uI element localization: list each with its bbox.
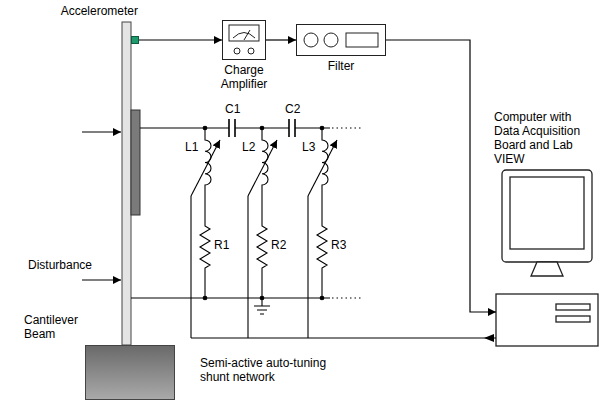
knob — [234, 48, 240, 54]
junction-dot — [203, 126, 207, 130]
ground-symbol — [254, 298, 270, 314]
node-label: Cantilever Beam — [24, 313, 84, 341]
piezo-patch — [131, 110, 140, 215]
node-label: Computer with Data Acquisition Board and… — [494, 110, 598, 166]
continuation-dots — [332, 127, 362, 128]
resistor-label: R1 — [214, 238, 229, 252]
signal-connector — [266, 39, 296, 40]
node-label: Accelerometer — [61, 4, 138, 18]
signal-connector — [386, 40, 496, 312]
amplifier-icon — [229, 25, 259, 54]
meter-scale — [233, 33, 255, 39]
filter-box: Filter — [296, 24, 386, 56]
meter-window — [229, 25, 259, 41]
knob — [304, 33, 318, 47]
connector-layer — [139, 40, 496, 312]
cantilever-beam — [122, 22, 140, 345]
display-window — [346, 33, 378, 47]
computer-icon — [496, 170, 598, 346]
inductor-resistor-branch — [257, 128, 268, 298]
junction-dot — [320, 296, 324, 300]
signal-connector — [139, 39, 222, 40]
control-wire — [191, 196, 496, 338]
capacitor-plate — [234, 119, 236, 137]
disturbance-label: Disturbance — [28, 258, 92, 272]
charge-amplifier-box: Charge Amplifier — [222, 20, 266, 60]
capacitor-label: C1 — [225, 102, 240, 116]
inductor-resistor-branch — [317, 128, 328, 298]
drive-slot — [556, 304, 590, 310]
computer-case — [496, 294, 598, 346]
junction-dot — [260, 126, 264, 130]
filter-icon — [304, 33, 378, 47]
resistor-label: R2 — [271, 238, 286, 252]
continuation-dots — [332, 297, 362, 298]
screen — [510, 177, 584, 249]
computer-unit: Computer with Data Acquisition Board and… — [496, 170, 598, 346]
meter-needle — [244, 30, 250, 40]
disturbance-arrow — [82, 279, 121, 280]
monitor-stand — [531, 262, 563, 276]
ground-wire — [131, 297, 330, 298]
network-caption: Semi-active auto-tuning shunt network — [200, 356, 335, 384]
inductor-label: L2 — [242, 140, 255, 154]
node-label: Filter — [328, 59, 355, 73]
capacitor-label: C2 — [285, 102, 300, 116]
beam-bar — [122, 22, 131, 345]
capacitor-plate — [288, 119, 290, 137]
knob — [248, 48, 254, 54]
junction-dot — [203, 296, 207, 300]
junction-dot — [320, 126, 324, 130]
capacitor-plate — [228, 119, 230, 137]
force-arrow — [82, 131, 121, 132]
inductor-label: L3 — [302, 140, 315, 154]
drive-slot — [556, 316, 590, 322]
inductor-resistor-branch — [200, 128, 211, 298]
inductor-label: L1 — [185, 140, 198, 154]
resistor-label: R3 — [331, 238, 346, 252]
accelerometer-sensor: Accelerometer — [131, 36, 139, 44]
shunt-network — [131, 119, 496, 342]
capacitor-plate — [294, 119, 296, 137]
beam-clamp-base: Cantilever Beam — [85, 345, 175, 400]
knob — [324, 33, 338, 47]
monitor — [502, 170, 592, 262]
control-arrowhead — [484, 334, 494, 342]
node-label: Charge Amplifier — [209, 63, 279, 91]
